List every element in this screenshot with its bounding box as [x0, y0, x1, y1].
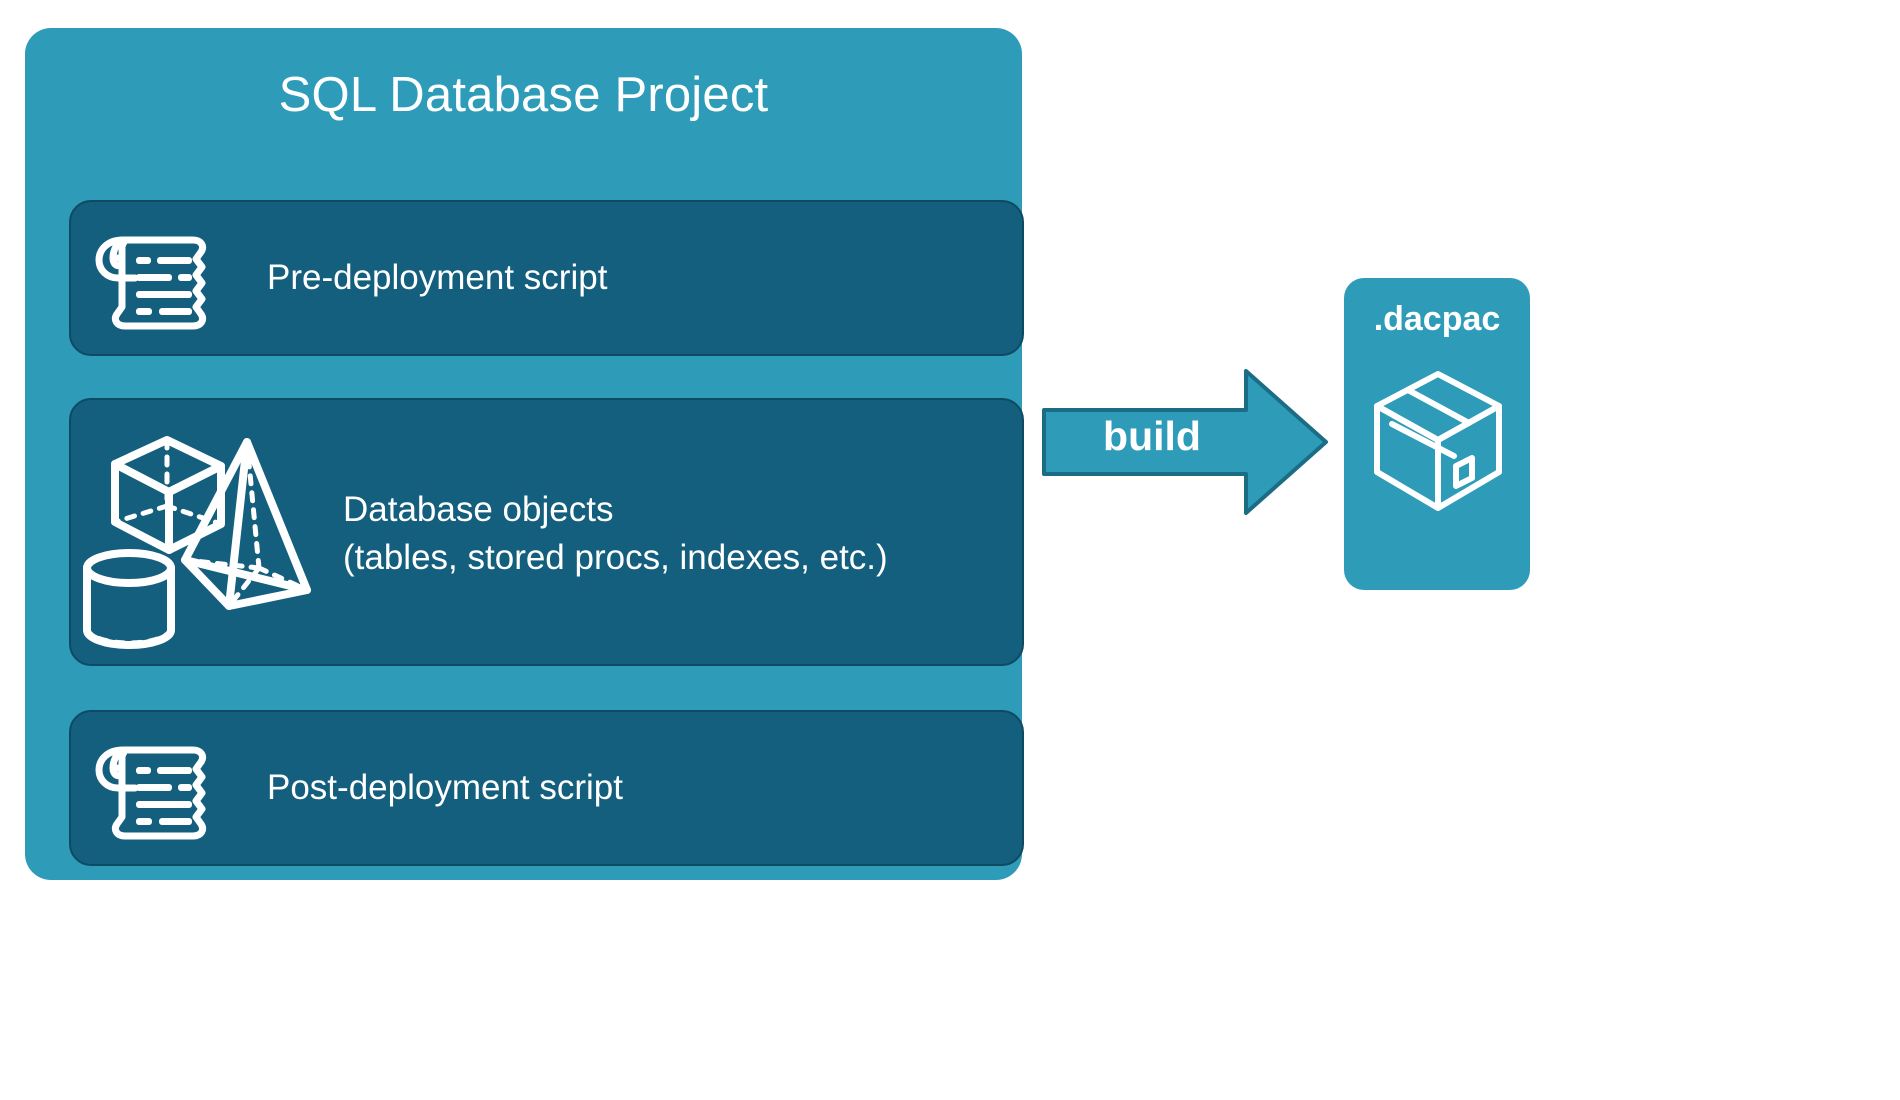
- dacpac-title: .dacpac: [1373, 300, 1501, 338]
- build-arrow: [1042, 368, 1328, 516]
- 3d-shapes-icon: [81, 416, 317, 650]
- card-pre-deployment-script[interactable]: Pre-deployment script: [69, 200, 1024, 356]
- card-label-post-deployment: Post-deployment script: [267, 768, 623, 807]
- cube-hidden-edges: [112, 437, 224, 527]
- dacpac-output-panel[interactable]: .dacpac: [1344, 278, 1530, 590]
- cube-icon: [111, 436, 225, 554]
- page-title: SQL Database Project: [278, 68, 769, 122]
- pyramid-hidden-edges: [182, 439, 310, 609]
- card-label-database-objects: Database objects (tables, stored procs, …: [343, 490, 888, 577]
- pyramid-icon: [181, 438, 311, 610]
- card-database-objects[interactable]: Database objects (tables, stored procs, …: [69, 398, 1024, 666]
- scroll-icon: [89, 736, 215, 846]
- card-label-pre-deployment: Pre-deployment script: [267, 258, 608, 297]
- package-box-icon: [1372, 362, 1504, 512]
- card-post-deployment-script[interactable]: Post-deployment script: [69, 710, 1024, 866]
- cylinder-hidden-edge: [84, 625, 174, 646]
- scroll-icon: [89, 226, 215, 336]
- sql-database-project-panel: SQL Database Project: [25, 28, 1024, 880]
- cylinder-icon: [83, 549, 175, 649]
